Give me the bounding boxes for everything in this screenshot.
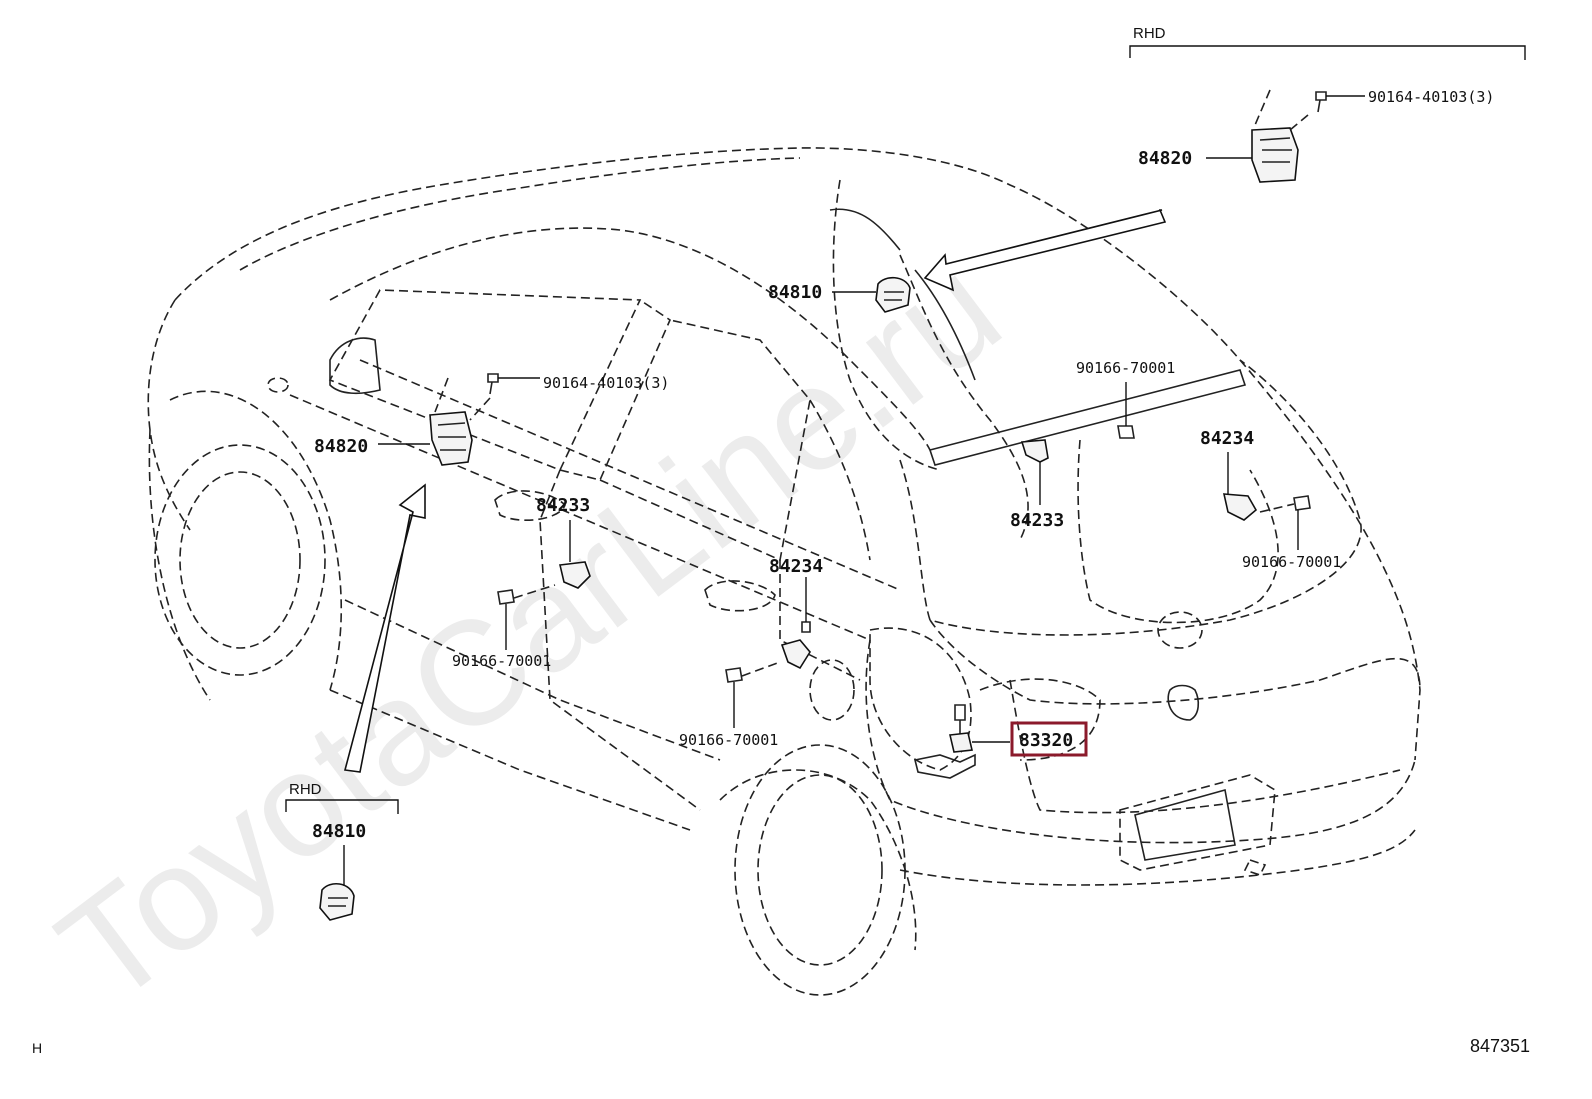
label-90166-right-top: 90166-70001 [1076, 359, 1175, 377]
part-84820-top[interactable]: 84820 [1138, 89, 1309, 183]
label-84810-mid: 84810 [768, 282, 822, 303]
part-90166-bottom[interactable]: 90166-70001 [679, 661, 781, 749]
label-84234-left: 84234 [769, 556, 823, 577]
label-90164-left: 90164-40103(3) [543, 374, 669, 392]
part-84810-mid[interactable]: 84810 [768, 276, 911, 313]
part-83320[interactable]: 83320 [914, 704, 1088, 779]
rhd-label-bottom: RHD [289, 781, 322, 798]
rhd-bracket-bottom: RHD [285, 781, 399, 814]
diagram-number: 847351 [1470, 1036, 1530, 1056]
car-outline [147, 147, 1421, 996]
label-84233-left: 84233 [536, 495, 590, 516]
label-84820-top: 84820 [1138, 148, 1192, 169]
part-90166-left[interactable]: 90166-70001 [452, 584, 556, 670]
part-84234-left[interactable]: 84234 [769, 556, 823, 670]
label-83320: 83320 [1019, 730, 1073, 751]
rhd-label-top: RHD [1133, 25, 1166, 42]
label-90166-right-bottom: 90166-70001 [1242, 553, 1341, 571]
part-90164-left[interactable]: 90164-40103(3) [487, 373, 669, 395]
label-84234-right: 84234 [1200, 428, 1254, 449]
part-84234-right[interactable]: 84234 [1200, 428, 1258, 521]
part-84820-left[interactable]: 84820 [314, 377, 491, 466]
part-84810-bottom[interactable]: 84810 [312, 821, 366, 921]
part-90166-right-top[interactable]: 90166-70001 [1076, 359, 1175, 439]
label-90164-top: 90164-40103(3) [1368, 88, 1494, 106]
direction-arrow-left [343, 483, 426, 773]
part-84233-left[interactable]: 84233 [536, 495, 591, 589]
label-84810-bottom: 84810 [312, 821, 366, 842]
label-84820-left: 84820 [314, 436, 368, 457]
watermark: ToyotaCarLine.ru [30, 225, 1029, 1035]
label-90166-bottom: 90166-70001 [679, 731, 778, 749]
part-90164-top[interactable]: 90164-40103(3) [1315, 88, 1494, 113]
rhd-bracket-top: RHD [1129, 25, 1526, 60]
part-84233-right[interactable]: 84233 [1010, 439, 1064, 531]
label-84233-right: 84233 [1010, 510, 1064, 531]
corner-code-left: H [32, 1040, 42, 1056]
highlight-box-83320 [1010, 721, 1088, 757]
label-90166-left: 90166-70001 [452, 652, 551, 670]
direction-arrow-right [923, 209, 1167, 292]
part-90166-right-bottom[interactable]: 90166-70001 [1242, 495, 1341, 571]
